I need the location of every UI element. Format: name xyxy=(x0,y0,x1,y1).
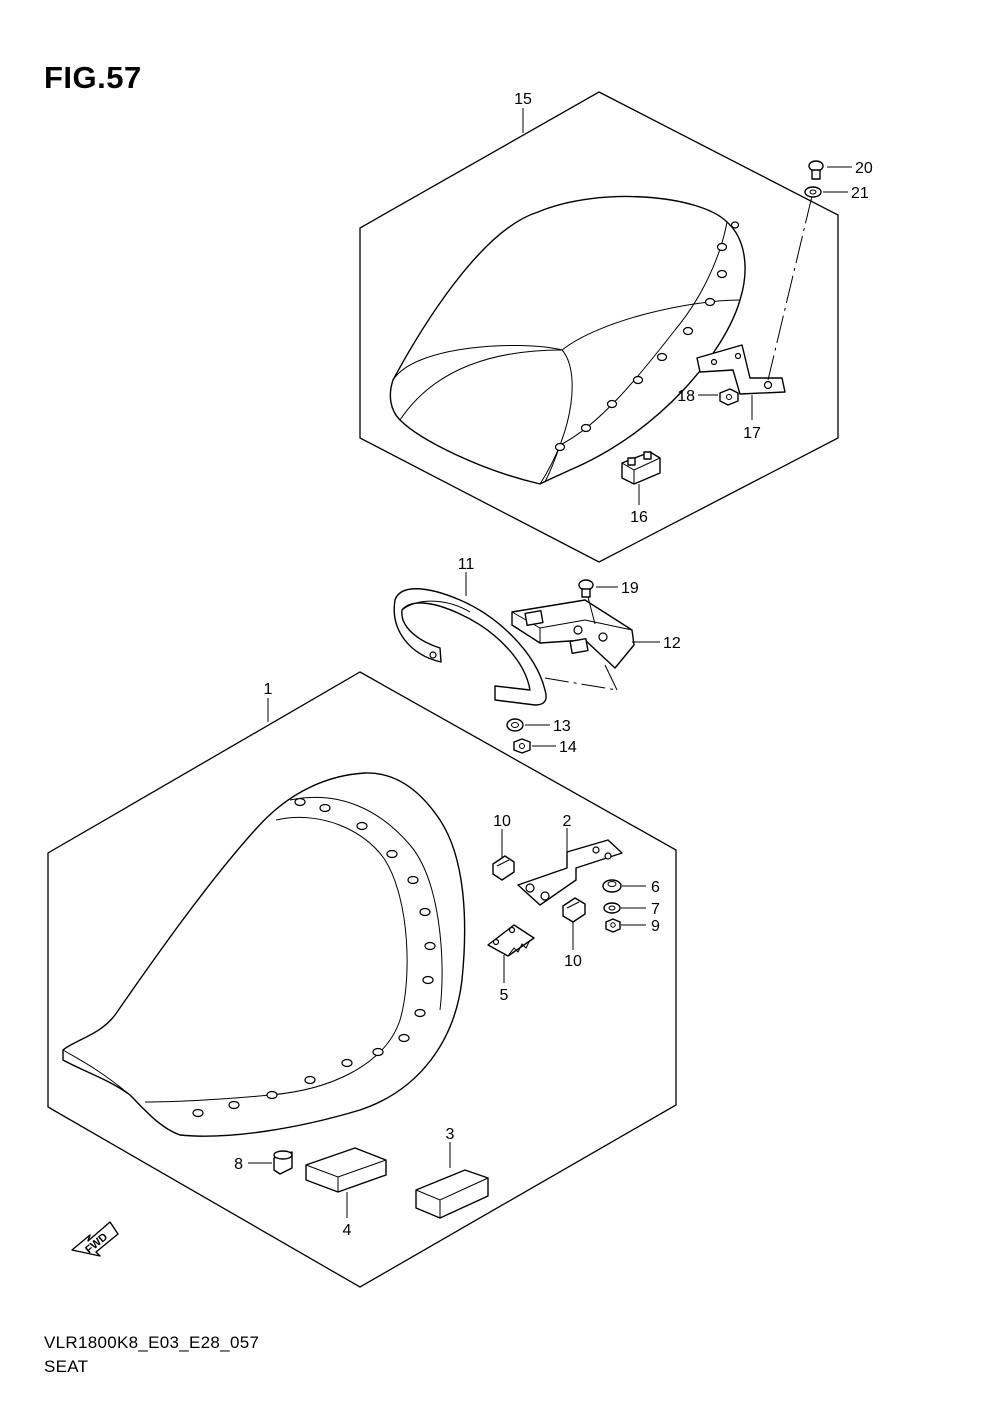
washer-part-13 xyxy=(506,718,524,732)
callout-2: 2 xyxy=(563,813,572,830)
washer-part-21 xyxy=(804,186,822,198)
cushion-part-5 xyxy=(487,924,535,957)
grommet-part-6 xyxy=(602,879,622,893)
callout-16: 16 xyxy=(630,509,648,526)
callout-20: 20 xyxy=(855,160,873,177)
figure-title: FIG.57 xyxy=(44,60,142,95)
grab-strap-part-11 xyxy=(393,588,547,706)
callout-11: 11 xyxy=(458,556,475,573)
bracket-part-2 xyxy=(517,839,623,906)
leader-lines xyxy=(248,108,852,1218)
callout-3: 3 xyxy=(446,1126,455,1143)
washer-part-7 xyxy=(603,902,621,914)
callout-10-lower: 10 xyxy=(564,953,582,970)
clip-part-10-lower xyxy=(562,897,586,923)
callout-13: 13 xyxy=(553,718,571,735)
callout-1: 1 xyxy=(264,681,273,698)
bracket-part-17 xyxy=(696,344,786,395)
bolt-part-19 xyxy=(578,579,596,625)
clip-part-10-upper xyxy=(492,855,515,881)
pad-part-3 xyxy=(415,1169,489,1219)
figure-code: VLR1800K8_E03_E28_057 xyxy=(44,1333,260,1352)
nut-part-14 xyxy=(513,738,531,754)
cushion-part-8 xyxy=(273,1150,293,1175)
callout-14: 14 xyxy=(559,739,577,756)
rear-seat-part-15 xyxy=(389,195,746,485)
figure-name: SEAT xyxy=(44,1357,89,1376)
callout-15: 15 xyxy=(514,91,532,108)
callout-7: 7 xyxy=(651,901,660,918)
nut-part-9 xyxy=(605,918,621,933)
callout-5: 5 xyxy=(500,987,509,1004)
callout-9: 9 xyxy=(651,918,660,935)
nut-part-18 xyxy=(719,388,739,406)
callout-8: 8 xyxy=(234,1156,243,1173)
bolt-part-20 xyxy=(808,160,824,180)
fwd-arrow-icon: FWD xyxy=(71,1221,119,1257)
callout-12: 12 xyxy=(663,635,681,652)
rear-seat-group-outline xyxy=(359,91,839,563)
bracket-part-12 xyxy=(511,599,635,669)
leader-dash-12-11 xyxy=(544,677,618,691)
callout-6: 6 xyxy=(651,879,660,896)
pad-part-4 xyxy=(305,1147,387,1193)
callout-10-upper: 10 xyxy=(493,813,511,830)
cushion-part-16 xyxy=(621,451,661,485)
leader-dash-21-17 xyxy=(767,195,813,381)
main-seat-part-1 xyxy=(62,772,466,1137)
callout-21: 21 xyxy=(851,185,869,202)
callout-19: 19 xyxy=(621,580,639,597)
callout-18: 18 xyxy=(677,388,695,405)
callout-4: 4 xyxy=(343,1222,352,1239)
callout-labels: 15 20 21 18 17 16 11 19 12 13 14 1 2 10 … xyxy=(234,91,873,1239)
main-seat-group-outline xyxy=(47,671,677,1288)
callout-17: 17 xyxy=(743,425,761,442)
